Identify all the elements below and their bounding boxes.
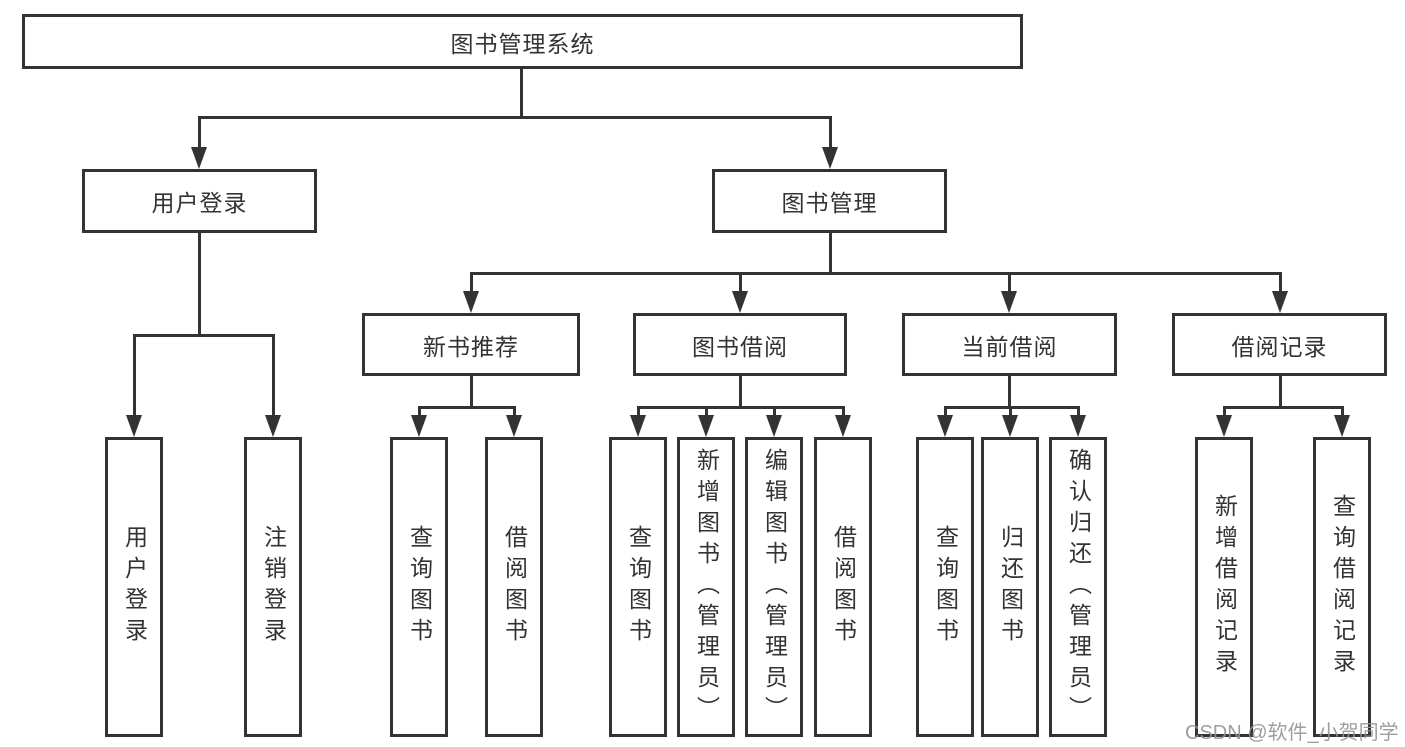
node-label: 新增图书（管理员） — [693, 447, 720, 727]
node-borrow-records: 借阅记录 — [1172, 313, 1387, 376]
connector-line — [1278, 273, 1282, 299]
node-label: 查询图书 — [406, 525, 433, 649]
leaf-borrow-books: 借阅图书 — [814, 437, 872, 737]
connector-line — [1278, 376, 1282, 409]
connector-line — [469, 376, 473, 409]
node-label: 借阅图书 — [830, 525, 857, 649]
node-label: 用户登录 — [151, 190, 248, 216]
arrow-down-icon — [822, 147, 838, 169]
arrow-down-icon — [411, 415, 427, 437]
leaf-confirm-return-admin: 确认归还（管理员） — [1049, 437, 1107, 737]
node-label: 查询借阅记录 — [1329, 494, 1356, 680]
node-label: 图书借阅 — [692, 333, 788, 360]
leaf-query-books-recommend: 查询图书 — [390, 437, 448, 737]
connector-line — [828, 117, 832, 155]
arrow-down-icon — [463, 291, 479, 313]
arrow-down-icon — [630, 415, 646, 437]
leaf-return-books: 归还图书 — [981, 437, 1039, 737]
node-label: 查询图书 — [625, 525, 652, 649]
node-label: 当前借阅 — [961, 333, 1058, 360]
arrow-down-icon — [265, 415, 281, 437]
connector-line — [197, 233, 201, 337]
arrow-down-icon — [1334, 415, 1350, 437]
connector-line — [1007, 273, 1011, 299]
csdn-watermark: CSDN @软件_小贺同学 — [1185, 722, 1399, 744]
connector-line — [271, 335, 275, 423]
node-new-book-recommend: 新书推荐 — [362, 313, 580, 376]
arrow-down-icon — [766, 415, 782, 437]
arrow-down-icon — [191, 147, 207, 169]
connector-line — [1007, 376, 1011, 409]
node-label: 新增借阅记录 — [1211, 494, 1238, 680]
connector-line — [519, 69, 523, 119]
leaf-edit-books-admin: 编辑图书（管理员） — [745, 437, 803, 737]
node-label: 图书管理 — [781, 190, 878, 216]
arrow-down-icon — [732, 291, 748, 313]
node-book-management: 图书管理 — [712, 169, 947, 233]
arrow-down-icon — [937, 415, 953, 437]
connector-line — [417, 405, 516, 409]
node-label: 借阅图书 — [501, 525, 528, 649]
connector-line — [197, 115, 832, 119]
leaf-user-login: 用户登录 — [105, 437, 163, 737]
node-label: 编辑图书（管理员） — [761, 447, 788, 727]
node-label: 用户登录 — [121, 525, 148, 649]
arrow-down-icon — [506, 415, 522, 437]
arrow-down-icon — [1272, 291, 1288, 313]
arrow-down-icon — [126, 415, 142, 437]
arrow-down-icon — [1216, 415, 1232, 437]
connector-line — [738, 273, 742, 299]
leaf-query-borrow-record: 查询借阅记录 — [1313, 437, 1371, 737]
leaf-query-books-borrow: 查询图书 — [609, 437, 667, 737]
node-book-borrow: 图书借阅 — [633, 313, 847, 376]
arrow-down-icon — [835, 415, 851, 437]
leaf-query-books-current: 查询图书 — [916, 437, 974, 737]
node-label: 查询图书 — [932, 525, 959, 649]
node-root-library-system: 图书管理系统 — [22, 14, 1023, 69]
connector-line — [132, 335, 136, 423]
connector-line — [1222, 405, 1344, 409]
leaf-logout: 注销登录 — [244, 437, 302, 737]
leaf-add-books-admin: 新增图书（管理员） — [677, 437, 735, 737]
node-label: 借阅记录 — [1231, 333, 1328, 360]
connector-line — [943, 405, 1080, 409]
arrow-down-icon — [698, 415, 714, 437]
node-label: 确认归还（管理员） — [1065, 447, 1092, 727]
connector-line — [469, 273, 473, 299]
connector-line — [197, 117, 201, 155]
connector-line — [738, 376, 742, 409]
arrow-down-icon — [1001, 291, 1017, 313]
connector-line — [636, 405, 845, 409]
node-current-borrow: 当前借阅 — [902, 313, 1117, 376]
connector-line — [469, 271, 1282, 275]
connector-line — [828, 233, 832, 275]
arrow-down-icon — [1002, 415, 1018, 437]
node-label: 注销登录 — [260, 525, 287, 649]
leaf-add-borrow-record: 新增借阅记录 — [1195, 437, 1253, 737]
arrow-down-icon — [1070, 415, 1086, 437]
connector-line — [132, 333, 275, 337]
node-label: 图书管理系统 — [450, 30, 595, 57]
node-user-login: 用户登录 — [82, 169, 317, 233]
node-label: 归还图书 — [997, 525, 1024, 649]
node-label: 新书推荐 — [423, 333, 519, 360]
leaf-borrow-books-recommend: 借阅图书 — [485, 437, 543, 737]
